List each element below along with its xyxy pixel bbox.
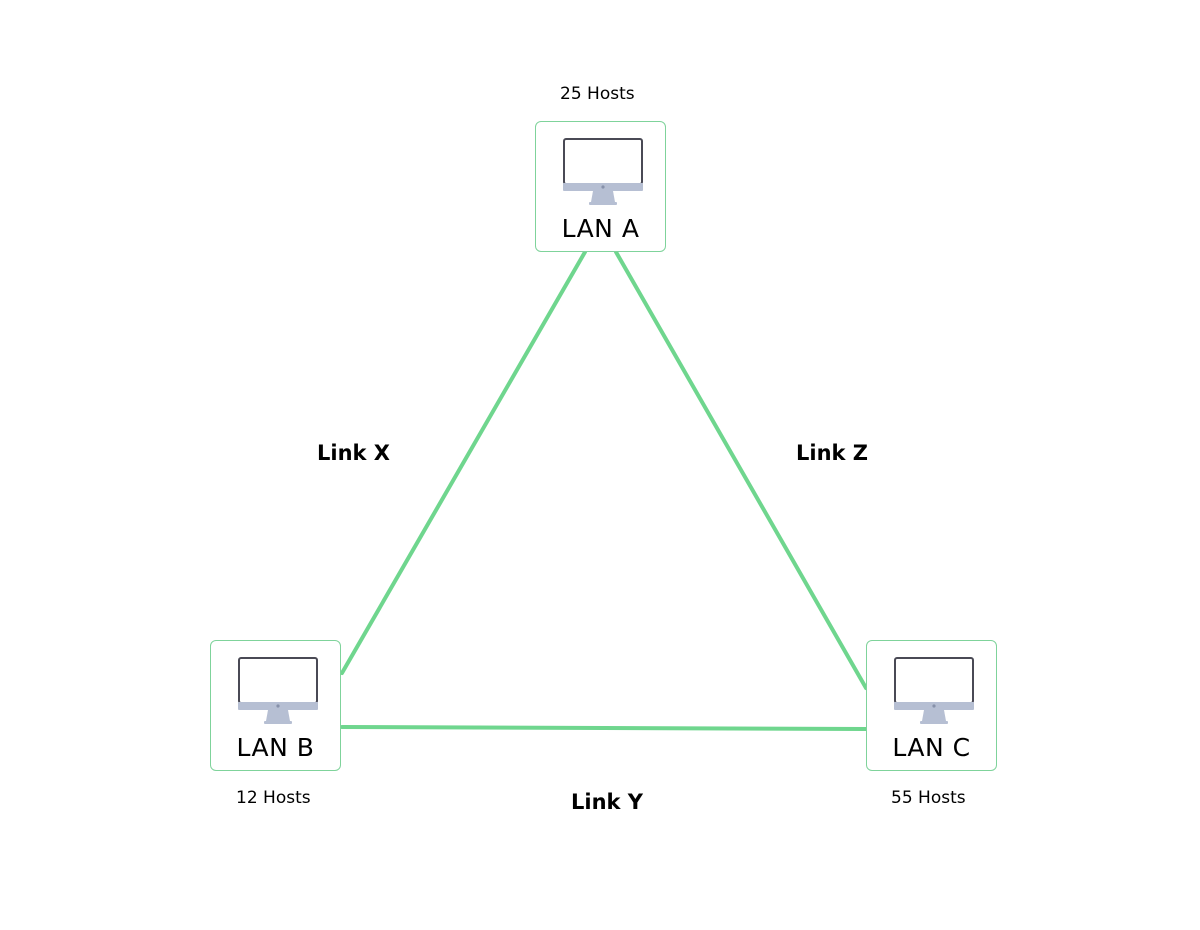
link-y-line [340, 725, 868, 731]
link-y-label: Link Y [571, 790, 644, 814]
lan-a-node[interactable]: LAN A [535, 121, 666, 252]
lan-b-label: LAN B [236, 733, 315, 762]
link-x-label: Link X [317, 441, 390, 465]
lan-a-label: LAN A [561, 214, 640, 243]
link-z-label: Link Z [796, 441, 869, 465]
link-x-line [340, 250, 587, 675]
monitor-icon [563, 138, 643, 205]
monitor-icon [238, 657, 318, 724]
lan-c-node[interactable]: LAN C [866, 640, 997, 771]
lan-b-node[interactable]: LAN B [210, 640, 341, 771]
lan-b-hosts: 12 Hosts [236, 788, 311, 808]
link-z-line [614, 250, 868, 690]
lan-a-hosts: 25 Hosts [560, 84, 635, 104]
monitor-icon [894, 657, 974, 724]
lan-c-label: LAN C [892, 733, 971, 762]
lan-c-hosts: 55 Hosts [891, 788, 966, 808]
